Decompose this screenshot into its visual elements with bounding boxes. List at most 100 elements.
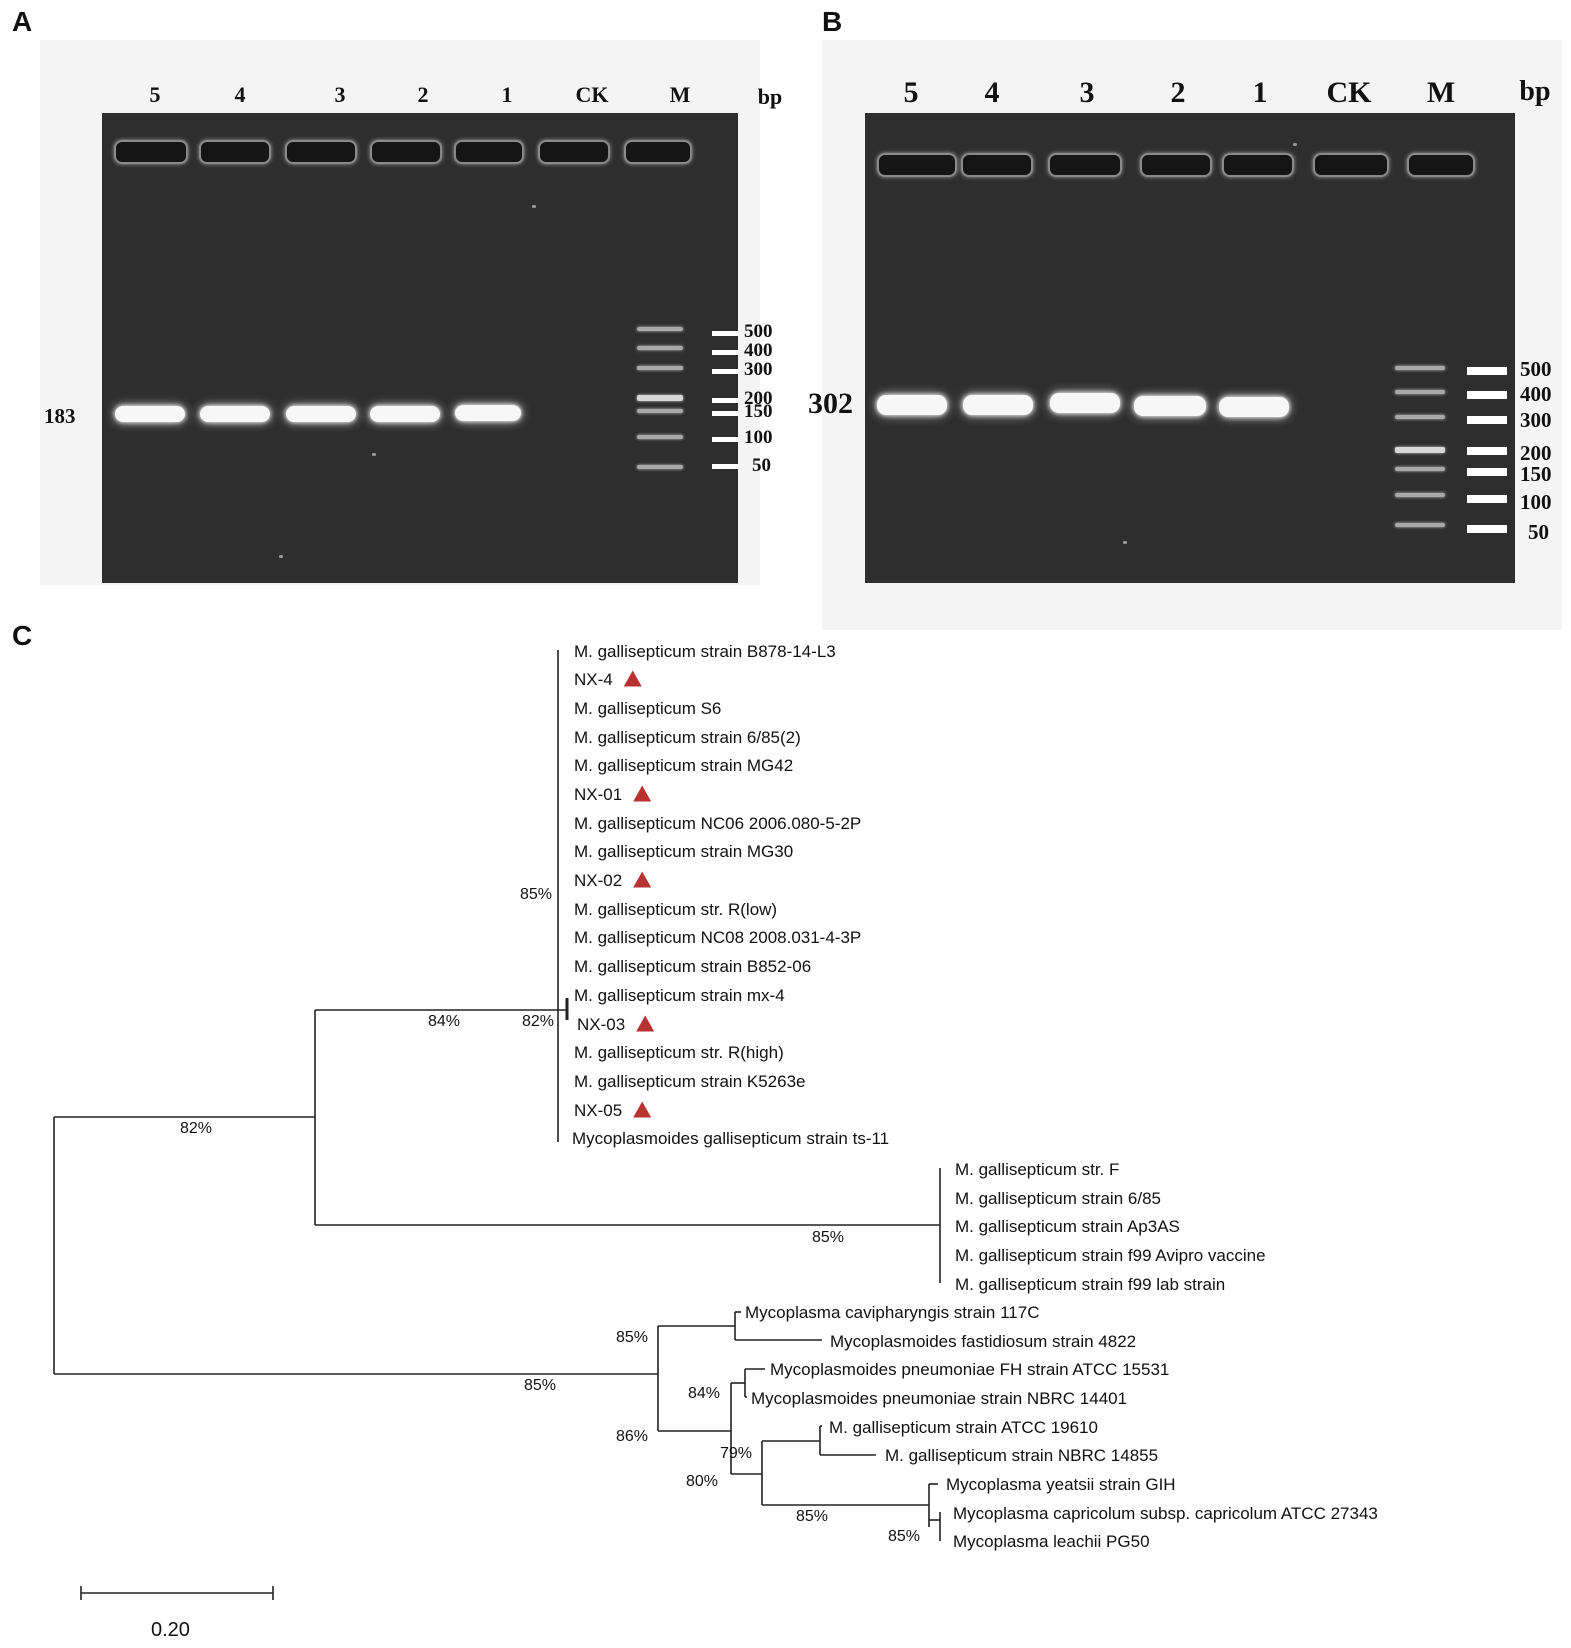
panel-b-pcr-band: [1219, 397, 1289, 417]
panel-c-letter: C: [12, 620, 33, 651]
panel-a-lane-label: 5: [149, 82, 161, 107]
support-value: 80%: [686, 1473, 718, 1490]
panel-a-pcr-band: [455, 405, 521, 421]
panel-a-marker-label: 300: [744, 359, 773, 380]
leaf-label: M. gallisepticum strain K5263e: [574, 1072, 806, 1091]
leaf-label: M. gallisepticum str. R(low): [574, 900, 777, 919]
panel-b-marker-label: 300: [1520, 408, 1552, 432]
panel-a-ladder-band: [637, 346, 683, 350]
panel-a-ladder-band: [637, 465, 683, 469]
support-value: 86%: [616, 1428, 648, 1445]
panel-a-marker-label: 500: [744, 321, 773, 342]
panel-b-lane-label: CK: [1326, 76, 1372, 109]
panel-a-gel-speck: [532, 205, 536, 208]
support-value: 85%: [888, 1528, 920, 1545]
leaf-label: M. gallisepticum strain B852-06: [574, 957, 811, 976]
panel-a-well: [285, 140, 357, 164]
study-isolate-markers: [623, 670, 655, 1118]
scale-bar-label: 0.20: [151, 1619, 190, 1641]
support-value: 85%: [616, 1329, 648, 1346]
leaf-label: M. gallisepticum strain B878-14-L3: [574, 642, 836, 661]
leaf-label: M. gallisepticum strain MG30: [574, 842, 793, 861]
panel-b-marker-tick: [1467, 525, 1507, 533]
panel-b-ladder-band: [1395, 523, 1445, 527]
leaf-label: M. gallisepticum strain NBRC 14855: [885, 1446, 1158, 1465]
panel-b-marker-label: 50: [1528, 520, 1549, 544]
panel-b-lane-label: 1: [1252, 76, 1268, 109]
panel-a-lane-label: CK: [575, 82, 609, 107]
clade1-leaf-labels: M. gallisepticum strain B878-14-L3 NX-4 …: [572, 642, 889, 1148]
panel-b-well: [1048, 153, 1122, 177]
panel-b-band-size-label: 302: [808, 387, 853, 420]
panel-a-unit-label: bp: [757, 84, 783, 109]
support-value: 84%: [688, 1385, 720, 1402]
panel-b-ladder-band: [1395, 493, 1445, 497]
panel-b-ladder-band: [1395, 415, 1445, 419]
panel-b-pcr-band: [963, 395, 1033, 415]
panel-b-well: [1140, 153, 1212, 177]
panel-a-marker-tick: [712, 398, 738, 403]
panel-a-pcr-band: [370, 406, 440, 422]
panel-a-marker-tick: [712, 331, 738, 336]
panel-b-well: [961, 153, 1033, 177]
clade3-leaf-labels: Mycoplasma cavipharyngis strain 117C Myc…: [745, 1303, 1378, 1551]
panel-a-lane-label: 3: [334, 82, 346, 107]
panel-b-marker-label: 150: [1520, 462, 1552, 486]
panel-b-lane-label: 4: [984, 76, 1000, 109]
panel-a-well: [538, 140, 610, 164]
leaf-label: NX-02: [574, 871, 622, 890]
panel-b-well: [877, 153, 957, 177]
panel-b-gel: [865, 113, 1515, 583]
leaf-label: M. gallisepticum NC08 2008.031-4-3P: [574, 928, 861, 947]
panel-b-ladder-band: [1395, 366, 1445, 370]
panel-b-pcr-band: [1134, 396, 1206, 416]
leaf-label: Mycoplasma cavipharyngis strain 117C: [745, 1303, 1039, 1322]
leaf-label: M. gallisepticum str. F: [955, 1160, 1119, 1179]
leaf-label: Mycoplasmoides pneumoniae strain NBRC 14…: [751, 1389, 1127, 1408]
tree-branches: [53, 650, 941, 1600]
panel-a-well: [454, 140, 524, 164]
panel-b-marker-tick: [1467, 367, 1507, 375]
panel-a-gel: [102, 113, 738, 583]
isolate-marker-triangle: [633, 1101, 652, 1118]
panel-b-ladder-band: [1395, 467, 1445, 471]
leaf-label: M. gallisepticum strain f99 Avipro vacci…: [955, 1246, 1266, 1265]
leaf-label: Mycoplasma leachii PG50: [953, 1532, 1150, 1551]
panel-a-lane-label: M: [669, 82, 691, 107]
clade2-leaf-labels: M. gallisepticum str. F M. gallisepticum…: [955, 1160, 1266, 1294]
leaf-label: M. gallisepticum str. R(high): [574, 1043, 784, 1062]
leaf-label: Mycoplasma yeatsii strain GIH: [946, 1475, 1176, 1494]
panel-b-marker-tick: [1467, 495, 1507, 503]
panel-a-band-size-label: 183: [44, 404, 76, 428]
panel-b-marker-label: 100: [1520, 490, 1552, 514]
panel-a-ladder-band: [637, 327, 683, 331]
isolate-marker-triangle: [636, 1015, 655, 1032]
isolate-marker-triangle: [633, 785, 652, 802]
panel-a-marker-label: 50: [752, 455, 771, 476]
leaf-label: NX-01: [574, 785, 622, 804]
panel-b-lane-label: 2: [1170, 76, 1186, 109]
panel-a-gel-speck: [279, 555, 283, 558]
panel-b-pcr-band: [877, 395, 947, 415]
panel-b-letter: B: [822, 6, 843, 37]
bootstrap-values: 85% 82% 84% 82% 85% 85% 85% 84% 86% 79% …: [180, 886, 920, 1545]
panel-b-marker-label: 200: [1520, 441, 1552, 465]
panel-a-letter: A: [12, 6, 33, 37]
panel-a-pcr-band: [200, 406, 270, 422]
leaf-label: M. gallisepticum strain f99 lab strain: [955, 1275, 1225, 1294]
leaf-label: M. gallisepticum strain 6/85(2): [574, 728, 801, 747]
panel-a-marker-tick: [712, 464, 738, 469]
panel-a-pcr-band: [286, 406, 356, 422]
panel-b-lane-label: 5: [903, 76, 919, 109]
support-value: 82%: [180, 1120, 212, 1137]
panel-a-marker-label: 400: [744, 340, 773, 361]
support-value: 85%: [524, 1377, 556, 1394]
panel-b-ladder-band: [1395, 447, 1445, 453]
panel-a-marker-tick: [712, 369, 738, 374]
panel-b-ladder-band: [1395, 390, 1445, 394]
leaf-label: M. gallisepticum NC06 2006.080-5-2P: [574, 814, 861, 833]
support-value: 85%: [812, 1229, 844, 1246]
panel-a-marker-tick: [712, 350, 738, 355]
panel-b-lane-label: 3: [1079, 76, 1095, 109]
